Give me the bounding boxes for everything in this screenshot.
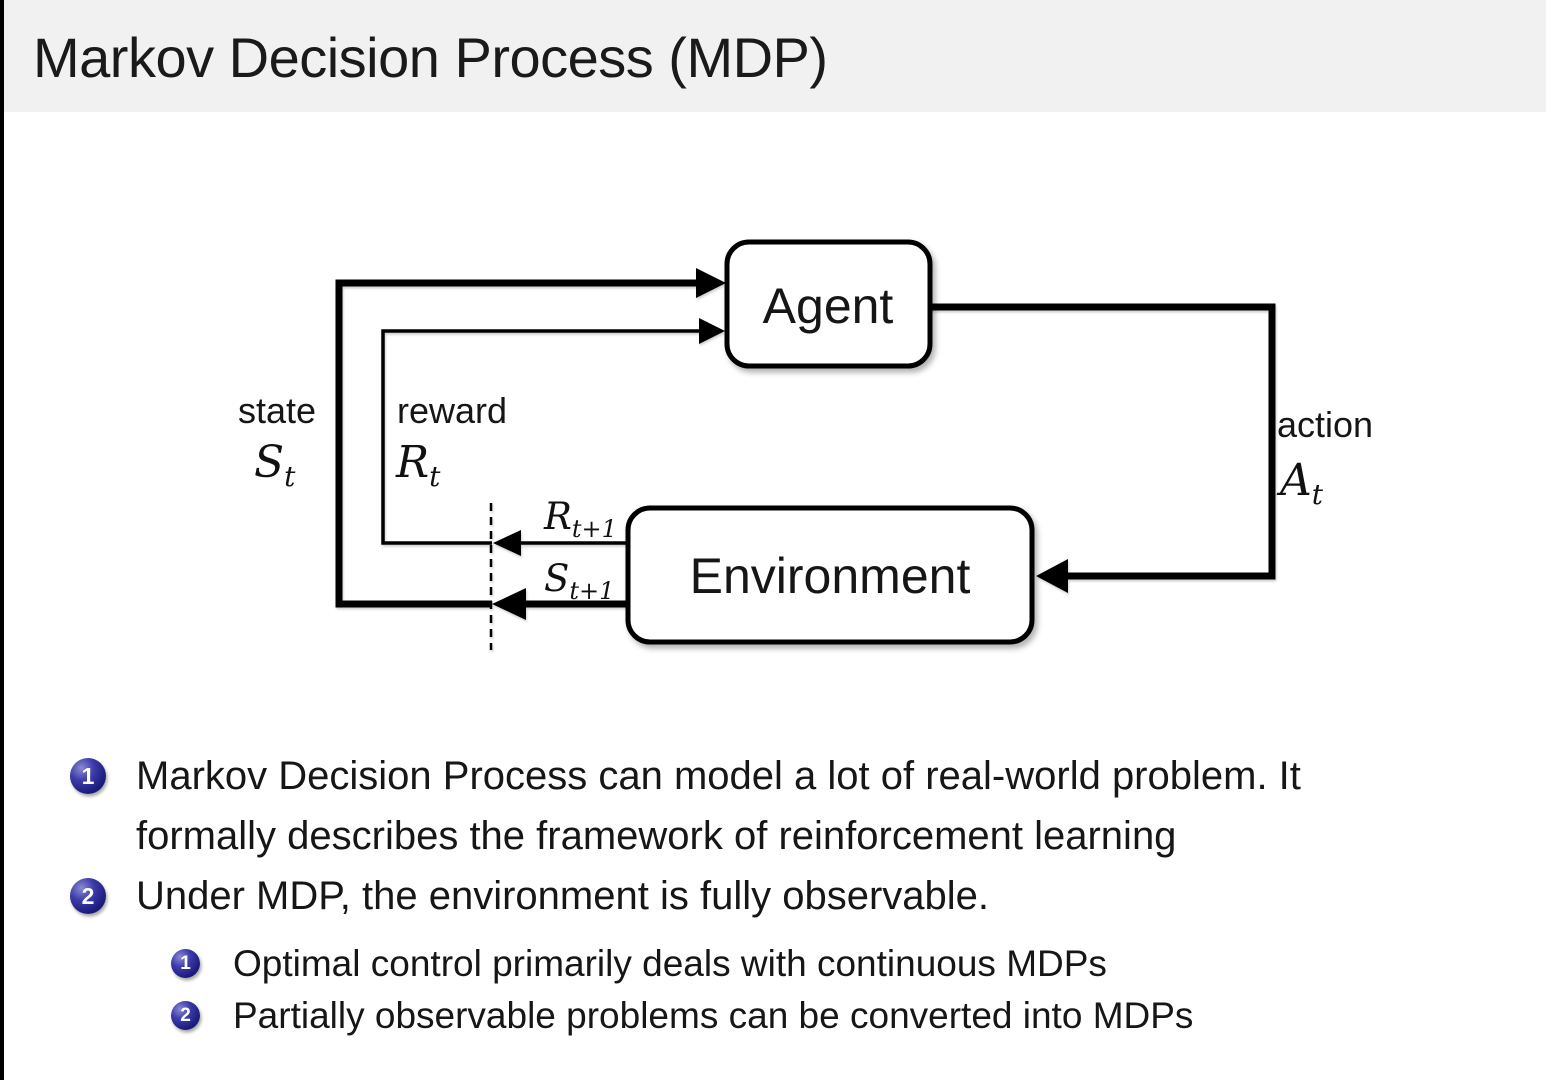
list-item: 2 Under MDP, the environment is fully ob… (70, 866, 1515, 926)
bullet-1-number: 1 (81, 762, 95, 789)
bullet-1-text: Markov Decision Process can model a lot … (136, 746, 1301, 866)
action-line (930, 303, 1276, 580)
bullet-1-line-1: Markov Decision Process can model a lot … (136, 754, 1301, 798)
action-label: action (1277, 404, 1373, 445)
environment-box (625, 505, 1035, 645)
reward-arrowhead-into-agent-icon (699, 318, 725, 344)
agent-label: Agent (763, 278, 894, 334)
state-symbol: St (254, 437, 296, 493)
slide-left-border (0, 0, 4, 1080)
reward-label: reward (397, 390, 507, 431)
bullet-1-line-2: formally describes the framework of rein… (136, 814, 1177, 858)
next-state-symbol: St+1 (544, 557, 614, 605)
bullet-1-badge: 1 (70, 758, 106, 794)
state-line (335, 279, 699, 608)
next-state-arrowhead-icon (492, 588, 526, 620)
sub-bullet-1-number: 1 (180, 952, 191, 974)
agent-box (724, 239, 933, 369)
slide-title: Markov Decision Process (MDP) (33, 26, 828, 89)
list-item: 1 Markov Decision Process can model a lo… (70, 746, 1515, 866)
bullet-2-number: 2 (81, 882, 95, 909)
environment-label: Environment (690, 548, 971, 604)
bullet-2-text: Under MDP, the environment is fully obse… (136, 866, 989, 926)
next-reward-symbol: Rt+1 (543, 495, 617, 543)
bullet-2-line-1: Under MDP, the environment is fully obse… (136, 874, 990, 918)
action-arrowhead-into-environment-icon (1036, 559, 1068, 593)
bullet-list: 1 Markov Decision Process can model a lo… (70, 746, 1515, 1042)
state-label: state (238, 390, 316, 431)
list-item: 2 Partially observable problems can be c… (171, 990, 1515, 1042)
sub-bullet-list: 1 Optimal control primarily deals with c… (70, 938, 1515, 1042)
sub-bullet-1-badge: 1 (171, 949, 200, 978)
sub-bullet-1-text: Optimal control primarily deals with con… (233, 943, 1107, 984)
bullet-2-badge: 2 (70, 878, 106, 914)
reward-line (381, 329, 701, 545)
list-item: 1 Optimal control primarily deals with c… (171, 938, 1515, 990)
next-reward-arrowhead-icon (493, 530, 521, 556)
diagram-lines (335, 268, 1276, 650)
reward-symbol: Rt (395, 437, 441, 493)
slide-header-band (0, 0, 1546, 112)
state-arrowhead-into-agent-icon (696, 268, 726, 298)
action-symbol: At (1276, 455, 1324, 511)
sub-bullet-2-text: Partially observable problems can be con… (233, 995, 1194, 1036)
sub-bullet-2-number: 2 (180, 1004, 191, 1026)
sub-bullet-2-badge: 2 (171, 1001, 200, 1030)
